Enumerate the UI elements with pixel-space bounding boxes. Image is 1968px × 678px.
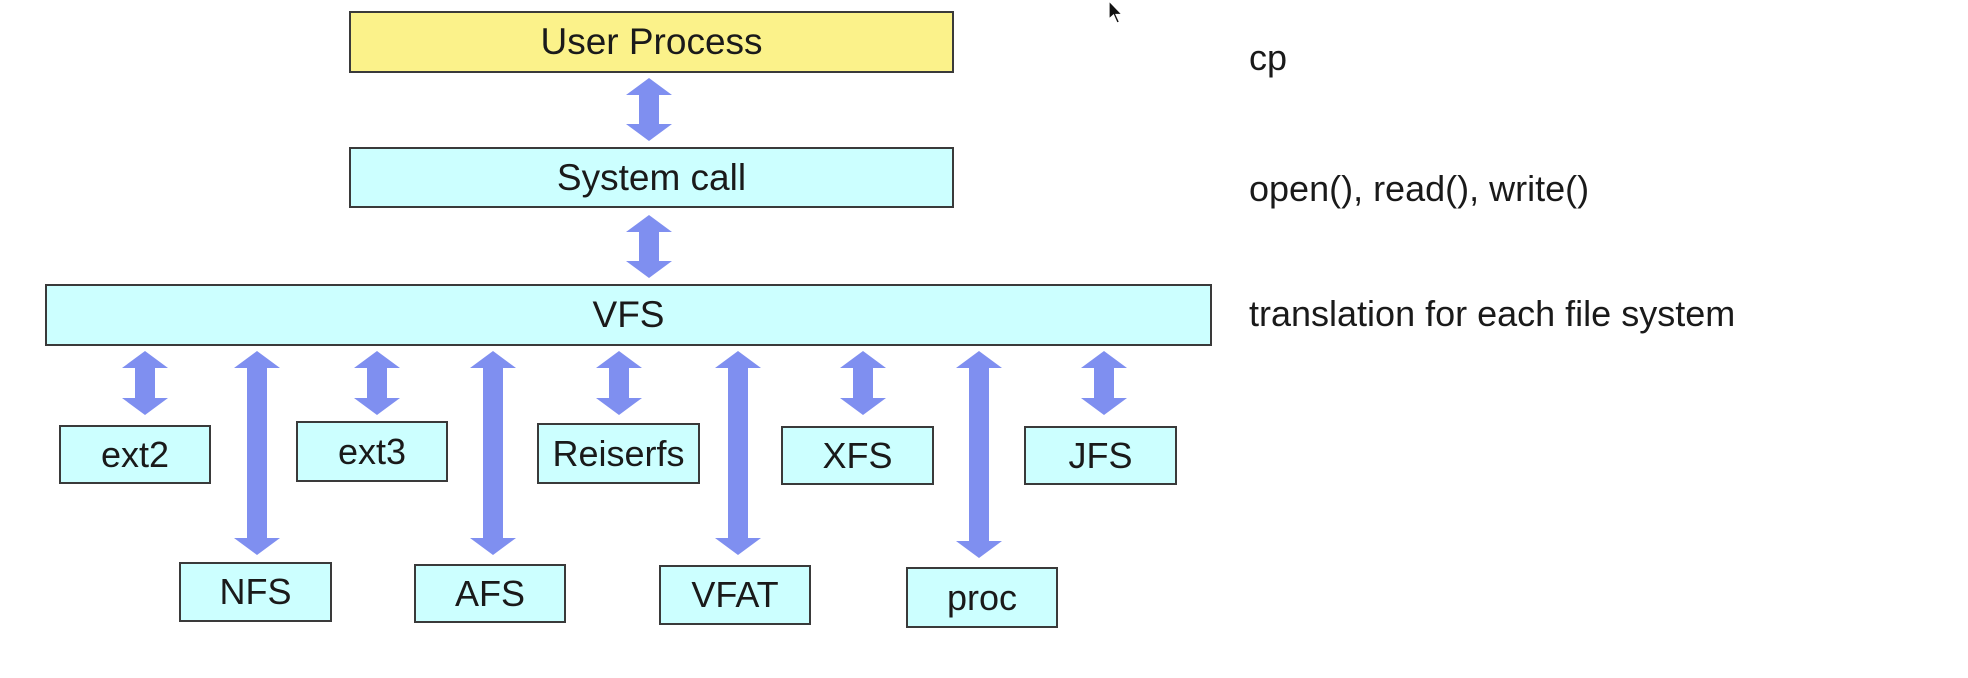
filesystem-box-afs: AFS	[414, 564, 566, 623]
mouse-pointer-icon	[1108, 0, 1124, 24]
note-user-process: cp	[1249, 37, 1288, 78]
filesystem-box-xfs: XFS	[781, 426, 934, 485]
arrow-vfs-proc	[956, 351, 1002, 558]
arrow-system-call-vfs	[626, 215, 672, 278]
filesystem-box-jfs: JFS	[1024, 426, 1177, 485]
filesystem-box-vfat: VFAT	[659, 565, 811, 625]
arrow-vfs-xfs	[840, 351, 886, 415]
filesystem-box-ext3: ext3	[296, 421, 448, 482]
arrow-vfs-reiserfs	[596, 351, 642, 415]
filesystem-box-proc: proc	[906, 567, 1058, 628]
arrow-user-process-system-call	[626, 78, 672, 141]
filesystem-box-nfs: NFS	[179, 562, 332, 622]
vfs-box: VFS	[45, 284, 1212, 346]
arrow-vfs-ext2	[122, 351, 168, 415]
filesystem-box-reiserfs: Reiserfs	[537, 423, 700, 484]
note-vfs: translation for each file system	[1249, 293, 1736, 334]
arrow-vfs-jfs	[1081, 351, 1127, 415]
note-system-call: open(), read(), write()	[1249, 168, 1590, 209]
user-process-box: User Process	[349, 11, 954, 73]
system-call-box: System call	[349, 147, 954, 208]
arrow-vfs-nfs	[234, 351, 280, 555]
arrow-vfs-ext3	[354, 351, 400, 415]
filesystem-box-ext2: ext2	[59, 425, 211, 484]
arrow-vfs-afs	[470, 351, 516, 555]
arrow-vfs-vfat	[715, 351, 761, 555]
